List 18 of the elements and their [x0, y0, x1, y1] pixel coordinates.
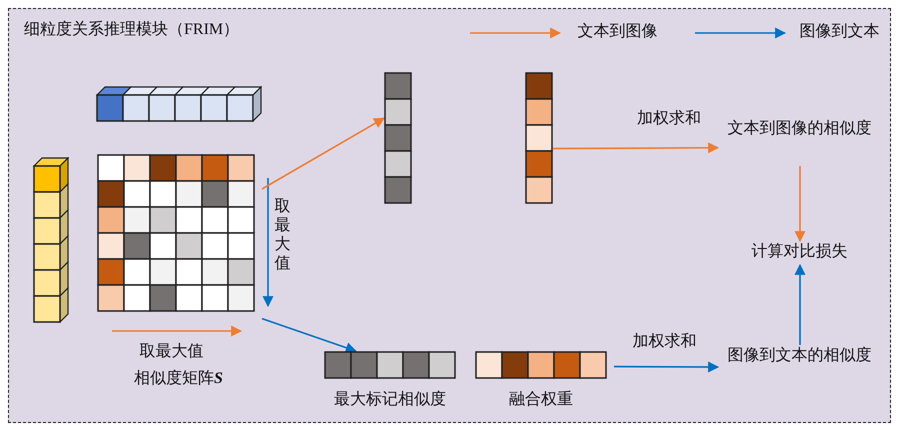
similarity-text: 图像到文本的相似度 [726, 346, 872, 366]
loss-text: 计算对比损失 [750, 242, 848, 262]
row-caption: 最大标记相似度 [333, 390, 447, 410]
legend-label: 图像到文本 [800, 22, 880, 42]
row-caption: 融合权重 [508, 390, 574, 410]
arrow [614, 361, 719, 372]
legend-label: 文本到图像 [578, 22, 658, 42]
similarity-text: 文本到图像的相似度 [726, 118, 872, 138]
module-panel [8, 8, 891, 423]
arrow [794, 166, 805, 242]
module-title: 细粒度关系推理模块（FRIM） [24, 20, 240, 40]
operation-label: 取最大值 [274, 196, 292, 272]
arrow [261, 117, 384, 190]
arrow [261, 317, 356, 352]
arrow [552, 142, 719, 153]
matrix-caption: 相似度矩阵S [133, 368, 224, 388]
arrow [794, 263, 805, 344]
operation-label: 取最大值 [140, 342, 204, 362]
